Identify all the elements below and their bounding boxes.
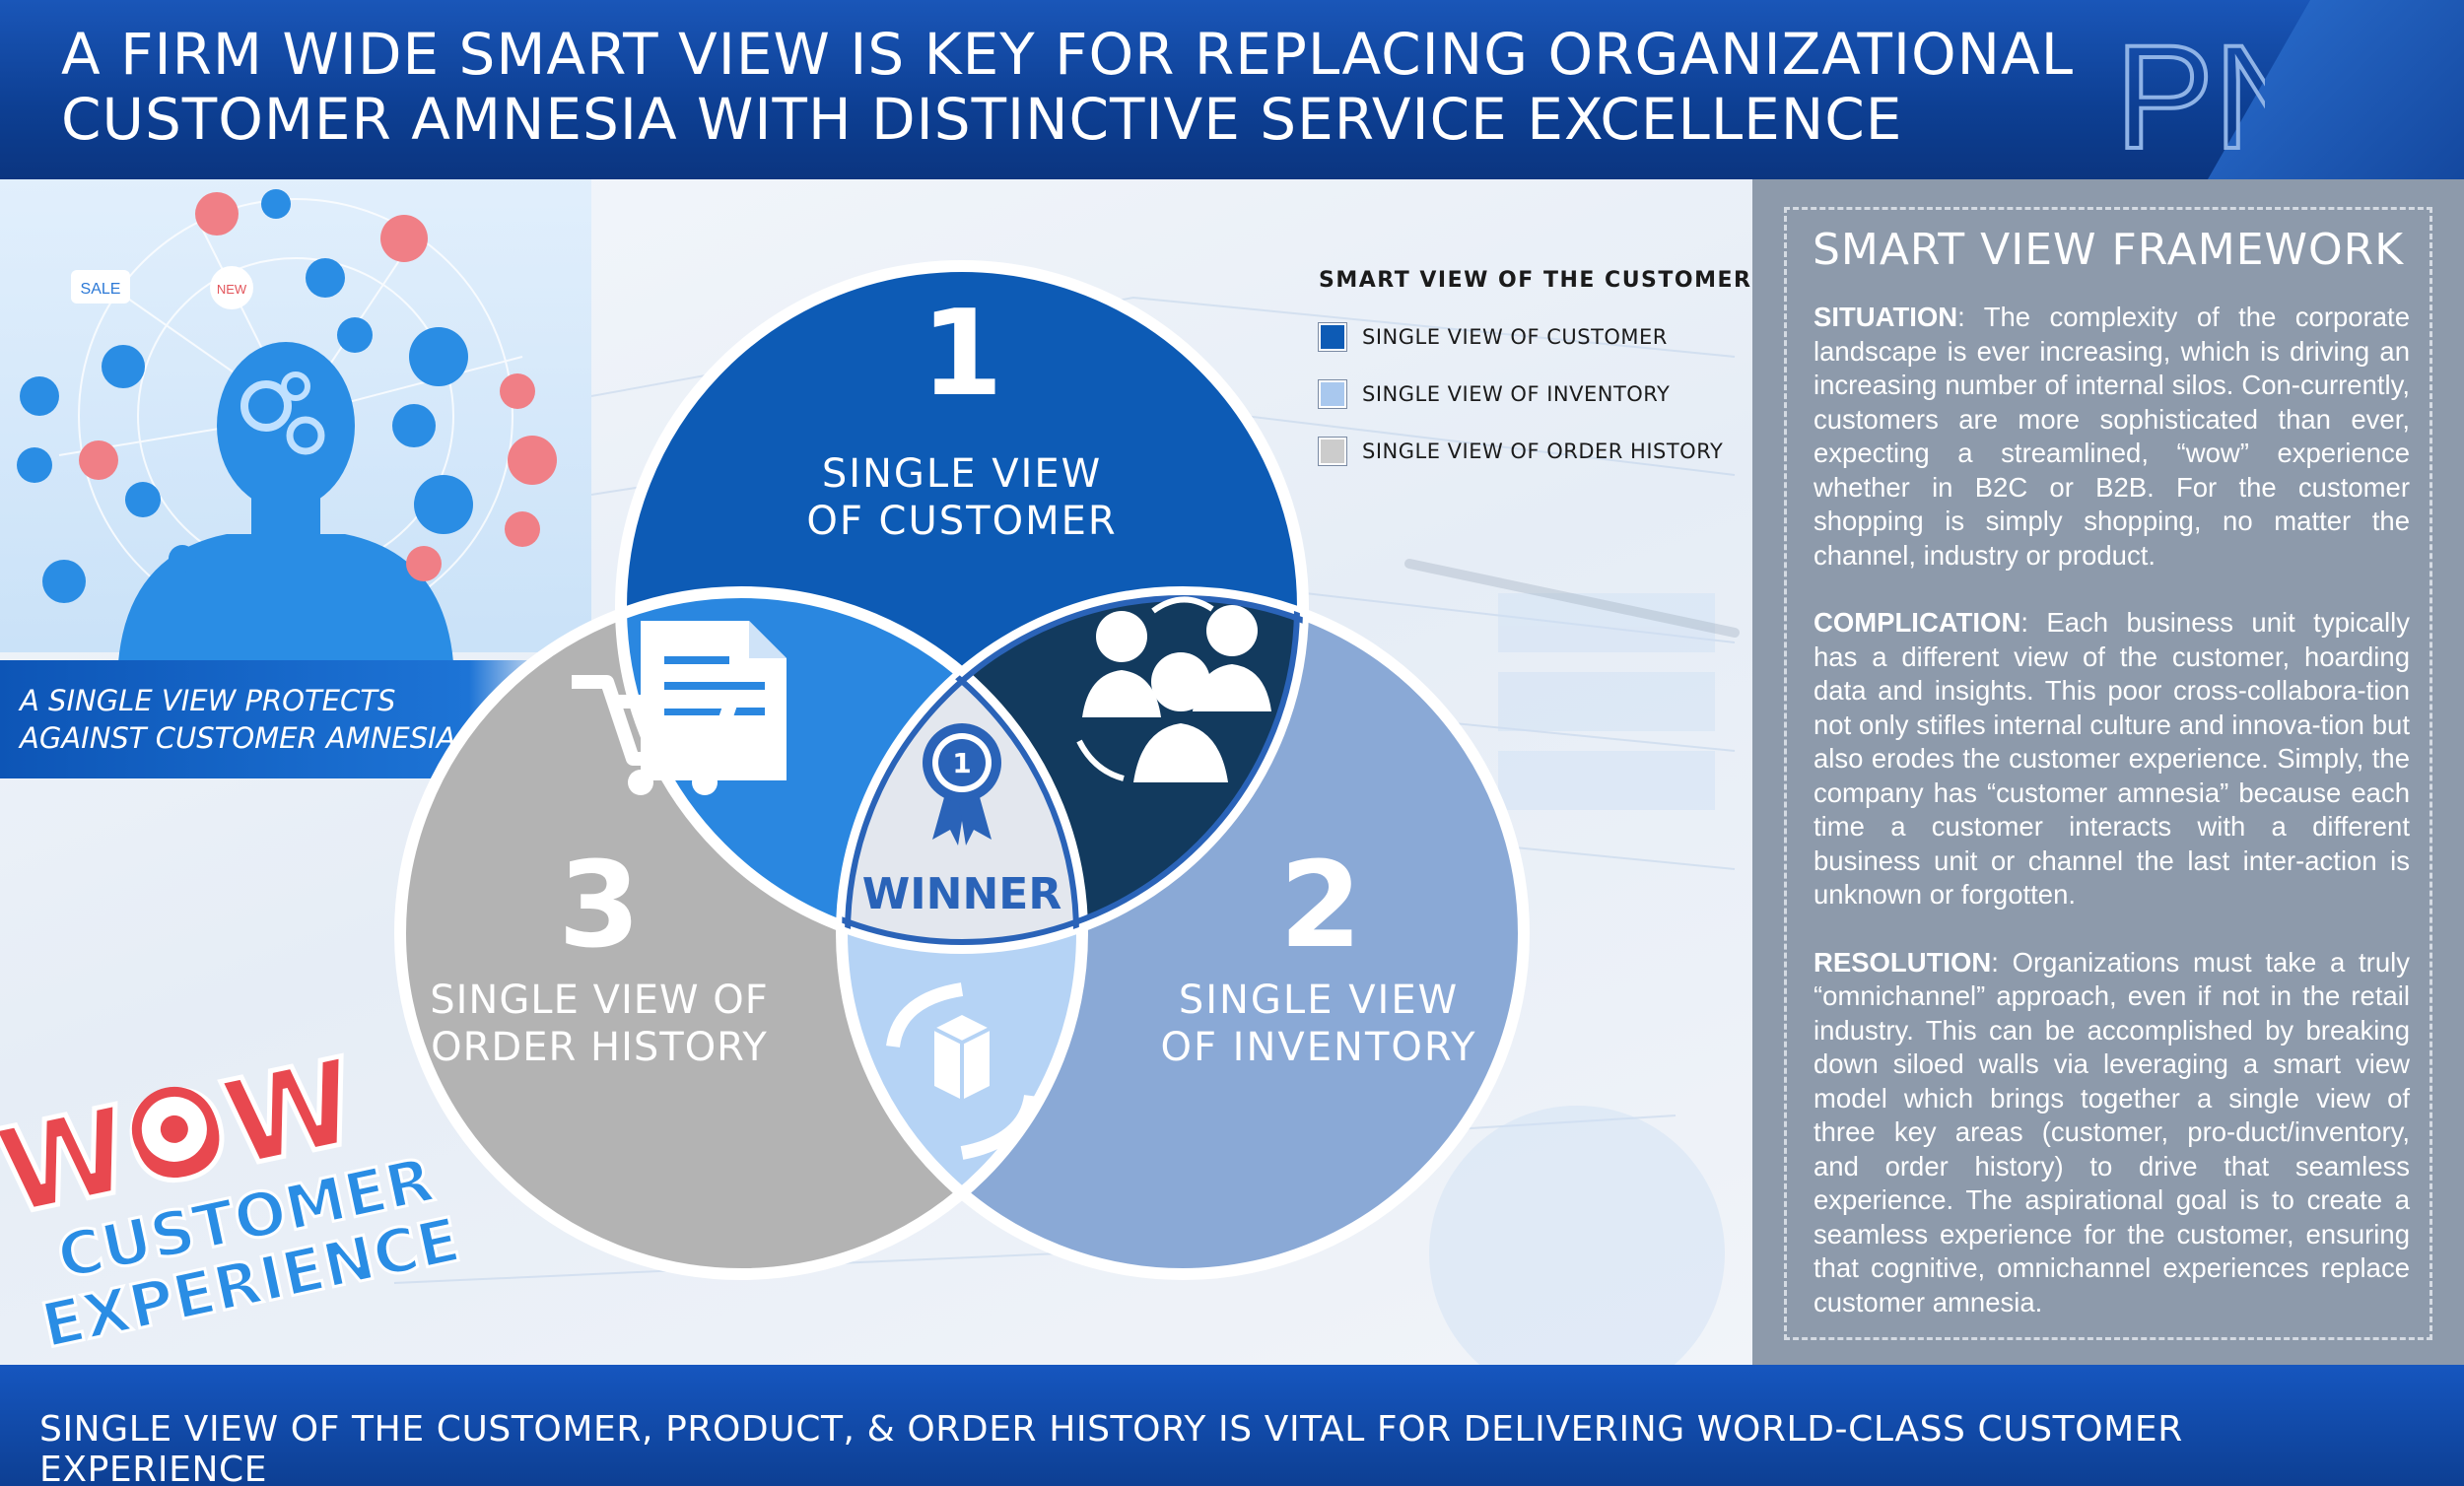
circle-3-label-line-1: SINGLE VIEW OF [430, 978, 769, 1023]
ribbon-line-2: AGAINST CUSTOMER AMNESIA [20, 721, 456, 755]
footer-banner [0, 1365, 2464, 1486]
header-banner [0, 0, 2464, 179]
framework-dashed-border [1784, 207, 2432, 1340]
winner-medal-icon: 1 [923, 723, 1001, 845]
complication-text: : Each business unit typically has a dif… [1814, 607, 2410, 910]
circle-2-label-line-1: SINGLE VIEW [1179, 978, 1459, 1023]
situation-paragraph: SITUATION: The complexity of the corpora… [1814, 301, 2410, 573]
framework-panel [1752, 179, 2464, 1365]
framework-title: SMART VIEW FRAMEWORK [1812, 225, 2405, 275]
person-head-icon [118, 342, 453, 662]
legend-item-inventory: SINGLE VIEW OF INVENTORY [1319, 378, 1670, 410]
complication-label: COMPLICATION [1814, 607, 2021, 638]
chat-bubble-icon [195, 192, 239, 236]
money-icon [414, 475, 473, 534]
legend-label-inventory: SINGLE VIEW OF INVENTORY [1362, 382, 1671, 406]
pni-logo: PNi [2113, 12, 2265, 168]
team-people-icon [1076, 596, 1271, 782]
mail-icon [102, 345, 145, 388]
legend-label-order-history: SINGLE VIEW OF ORDER HISTORY [1362, 439, 1724, 463]
music-icon [337, 317, 373, 353]
sale-badge-text: SALE [81, 281, 121, 298]
title-line-2: CUSTOMER AMNESIA WITH DISTINCTIVE SERVIC… [61, 86, 1903, 153]
shopping-cart-icon [508, 436, 557, 485]
new-badge-icon: NEW [210, 266, 253, 309]
complication-paragraph: COMPLICATION: Each business unit typical… [1814, 606, 2410, 912]
plus-icon [306, 258, 345, 298]
video-icon [380, 215, 428, 262]
box-refresh-icon [886, 982, 1038, 1160]
gift-icon [406, 546, 442, 581]
ribbon-line-1: A SINGLE VIEW PROTECTS [20, 684, 396, 717]
framework-body: SITUATION: The complexity of the corpora… [1814, 301, 2410, 1353]
sale-badge-icon: SALE [71, 270, 130, 304]
resolution-label: RESOLUTION [1814, 946, 1992, 978]
title-line-1: A FIRM WIDE SMART VIEW IS KEY FOR REPLAC… [61, 21, 2075, 88]
footer-text: SINGLE VIEW OF THE CUSTOMER, PRODUCT, & … [39, 1409, 2183, 1486]
legend-swatch-customer [1319, 323, 1346, 351]
circle-3-label-line-2: ORDER HISTORY [431, 1025, 768, 1070]
marketing-illustration: SALE NEW [17, 189, 557, 662]
overlap-center [842, 592, 1082, 948]
circle-2-number: 2 [1279, 838, 1362, 975]
circle-3-number: 3 [558, 838, 641, 975]
legend-label-customer: SINGLE VIEW OF CUSTOMER [1362, 325, 1668, 349]
page-title: A FIRM WIDE SMART VIEW IS KEY FOR REPLAC… [61, 22, 2131, 152]
circle-1-label-line-1: SINGLE VIEW [822, 451, 1102, 497]
winner-label: WINNER [862, 869, 1062, 919]
play-icon [505, 511, 540, 547]
megaphone-icon [409, 327, 468, 386]
legend-swatch-inventory [1319, 380, 1346, 408]
circle-1-number: 1 [921, 286, 1003, 423]
thumbs-up-icon [42, 560, 86, 603]
resolution-text: : Organizations must take a truly “omnic… [1814, 946, 2410, 1317]
check-icon [17, 447, 52, 483]
medal-number: 1 [952, 747, 971, 779]
legend-title: SMART VIEW OF THE CUSTOMER [1319, 268, 1752, 293]
circle-2-label-line-2: OF INVENTORY [1160, 1025, 1476, 1070]
ribbon-caption: A SINGLE VIEW PROTECTS AGAINST CUSTOMER … [20, 682, 532, 757]
situation-text: : The complexity of the corporate landsc… [1814, 302, 2410, 571]
logo-text: PNi [2115, 14, 2265, 168]
percent-icon [20, 376, 59, 416]
legend-swatch-order-history [1319, 438, 1346, 465]
magnifier-icon [79, 440, 118, 480]
star-icon [261, 189, 291, 219]
legend-item-customer: SINGLE VIEW OF CUSTOMER [1319, 321, 1668, 353]
cursor-hand-icon [392, 404, 436, 447]
smart-view-venn-diagram: 1 SINGLE VIEW OF CUSTOMER 2 SINGLE VIEW … [394, 260, 1530, 1280]
legend-item-order-history: SINGLE VIEW OF ORDER HISTORY [1319, 436, 1723, 467]
clock-icon [169, 545, 196, 573]
wow-customer-experience-graphic: WOW CUSTOMER EXPERIENCE [0, 1035, 467, 1360]
checklist-icon [500, 373, 535, 409]
new-badge-text: NEW [217, 282, 247, 297]
situation-label: SITUATION [1814, 302, 1958, 332]
circle-1-label-line-2: OF CUSTOMER [806, 499, 1117, 544]
dollar-icon [125, 482, 161, 517]
resolution-paragraph: RESOLUTION: Organizations must take a tr… [1814, 946, 2410, 1320]
document-cart-icon [572, 621, 787, 795]
